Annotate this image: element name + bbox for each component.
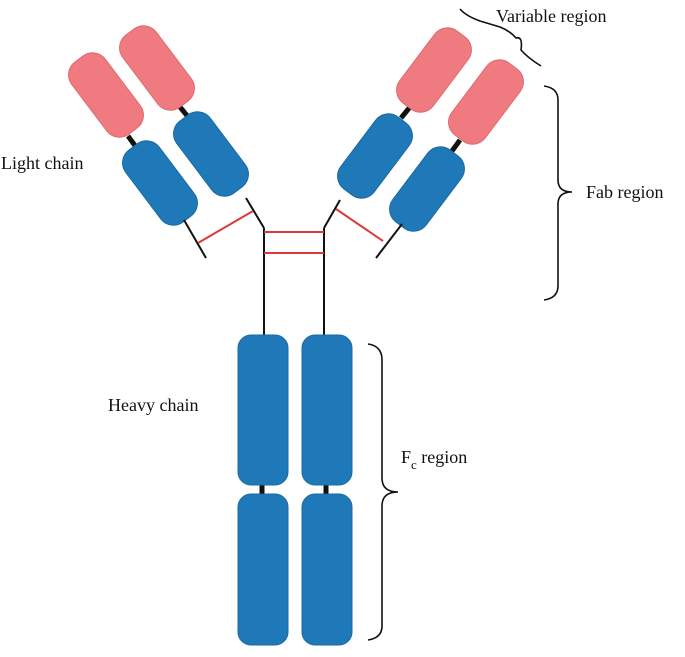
left-light-variable-domain <box>68 52 144 138</box>
fab-region-label: Fab region <box>586 182 663 202</box>
right-heavy-variable-domain <box>396 27 472 113</box>
left-light-constant-domain <box>122 140 198 226</box>
left-heavy-chain-tail <box>245 197 265 229</box>
variable-region-label: Variable region <box>496 6 606 26</box>
left-ch3-domain <box>237 493 289 646</box>
fc-region-label: Fc region <box>401 447 467 472</box>
right-light-chain-tail <box>375 223 403 259</box>
fc-region-label-main: F <box>401 447 411 467</box>
left-fab-arm <box>68 25 265 259</box>
right-ch3-domain <box>301 493 353 646</box>
left-heavy-variable-domain <box>119 25 195 111</box>
variable-region-brace <box>459 8 542 67</box>
right-heavy-chain-tail <box>323 199 341 229</box>
fc-domains <box>237 334 353 646</box>
hinge-region <box>263 228 325 338</box>
right-heavy-constant-domain <box>337 113 413 199</box>
light-chain-label: Light chain <box>1 153 83 173</box>
fc-region-brace <box>367 343 399 641</box>
heavy-chain-label: Heavy chain <box>108 395 198 415</box>
left-ch2-domain <box>237 334 289 486</box>
right-interchain-disulfide-bond <box>335 208 384 242</box>
right-fab-arm <box>323 27 524 259</box>
right-light-variable-domain <box>448 59 524 145</box>
fc-region-label-subscript: c <box>411 457 417 472</box>
fab-region-brace <box>543 85 573 301</box>
right-light-chain-linker <box>449 138 463 153</box>
fc-region-label-rest: region <box>417 447 467 467</box>
left-light-chain-tail <box>183 219 207 259</box>
right-ch2-domain <box>301 334 353 486</box>
right-light-constant-domain <box>389 146 465 232</box>
left-interchain-disulfide-bond <box>197 210 254 244</box>
right-heavy-chain-linker <box>399 105 412 120</box>
left-heavy-constant-domain <box>173 111 249 197</box>
